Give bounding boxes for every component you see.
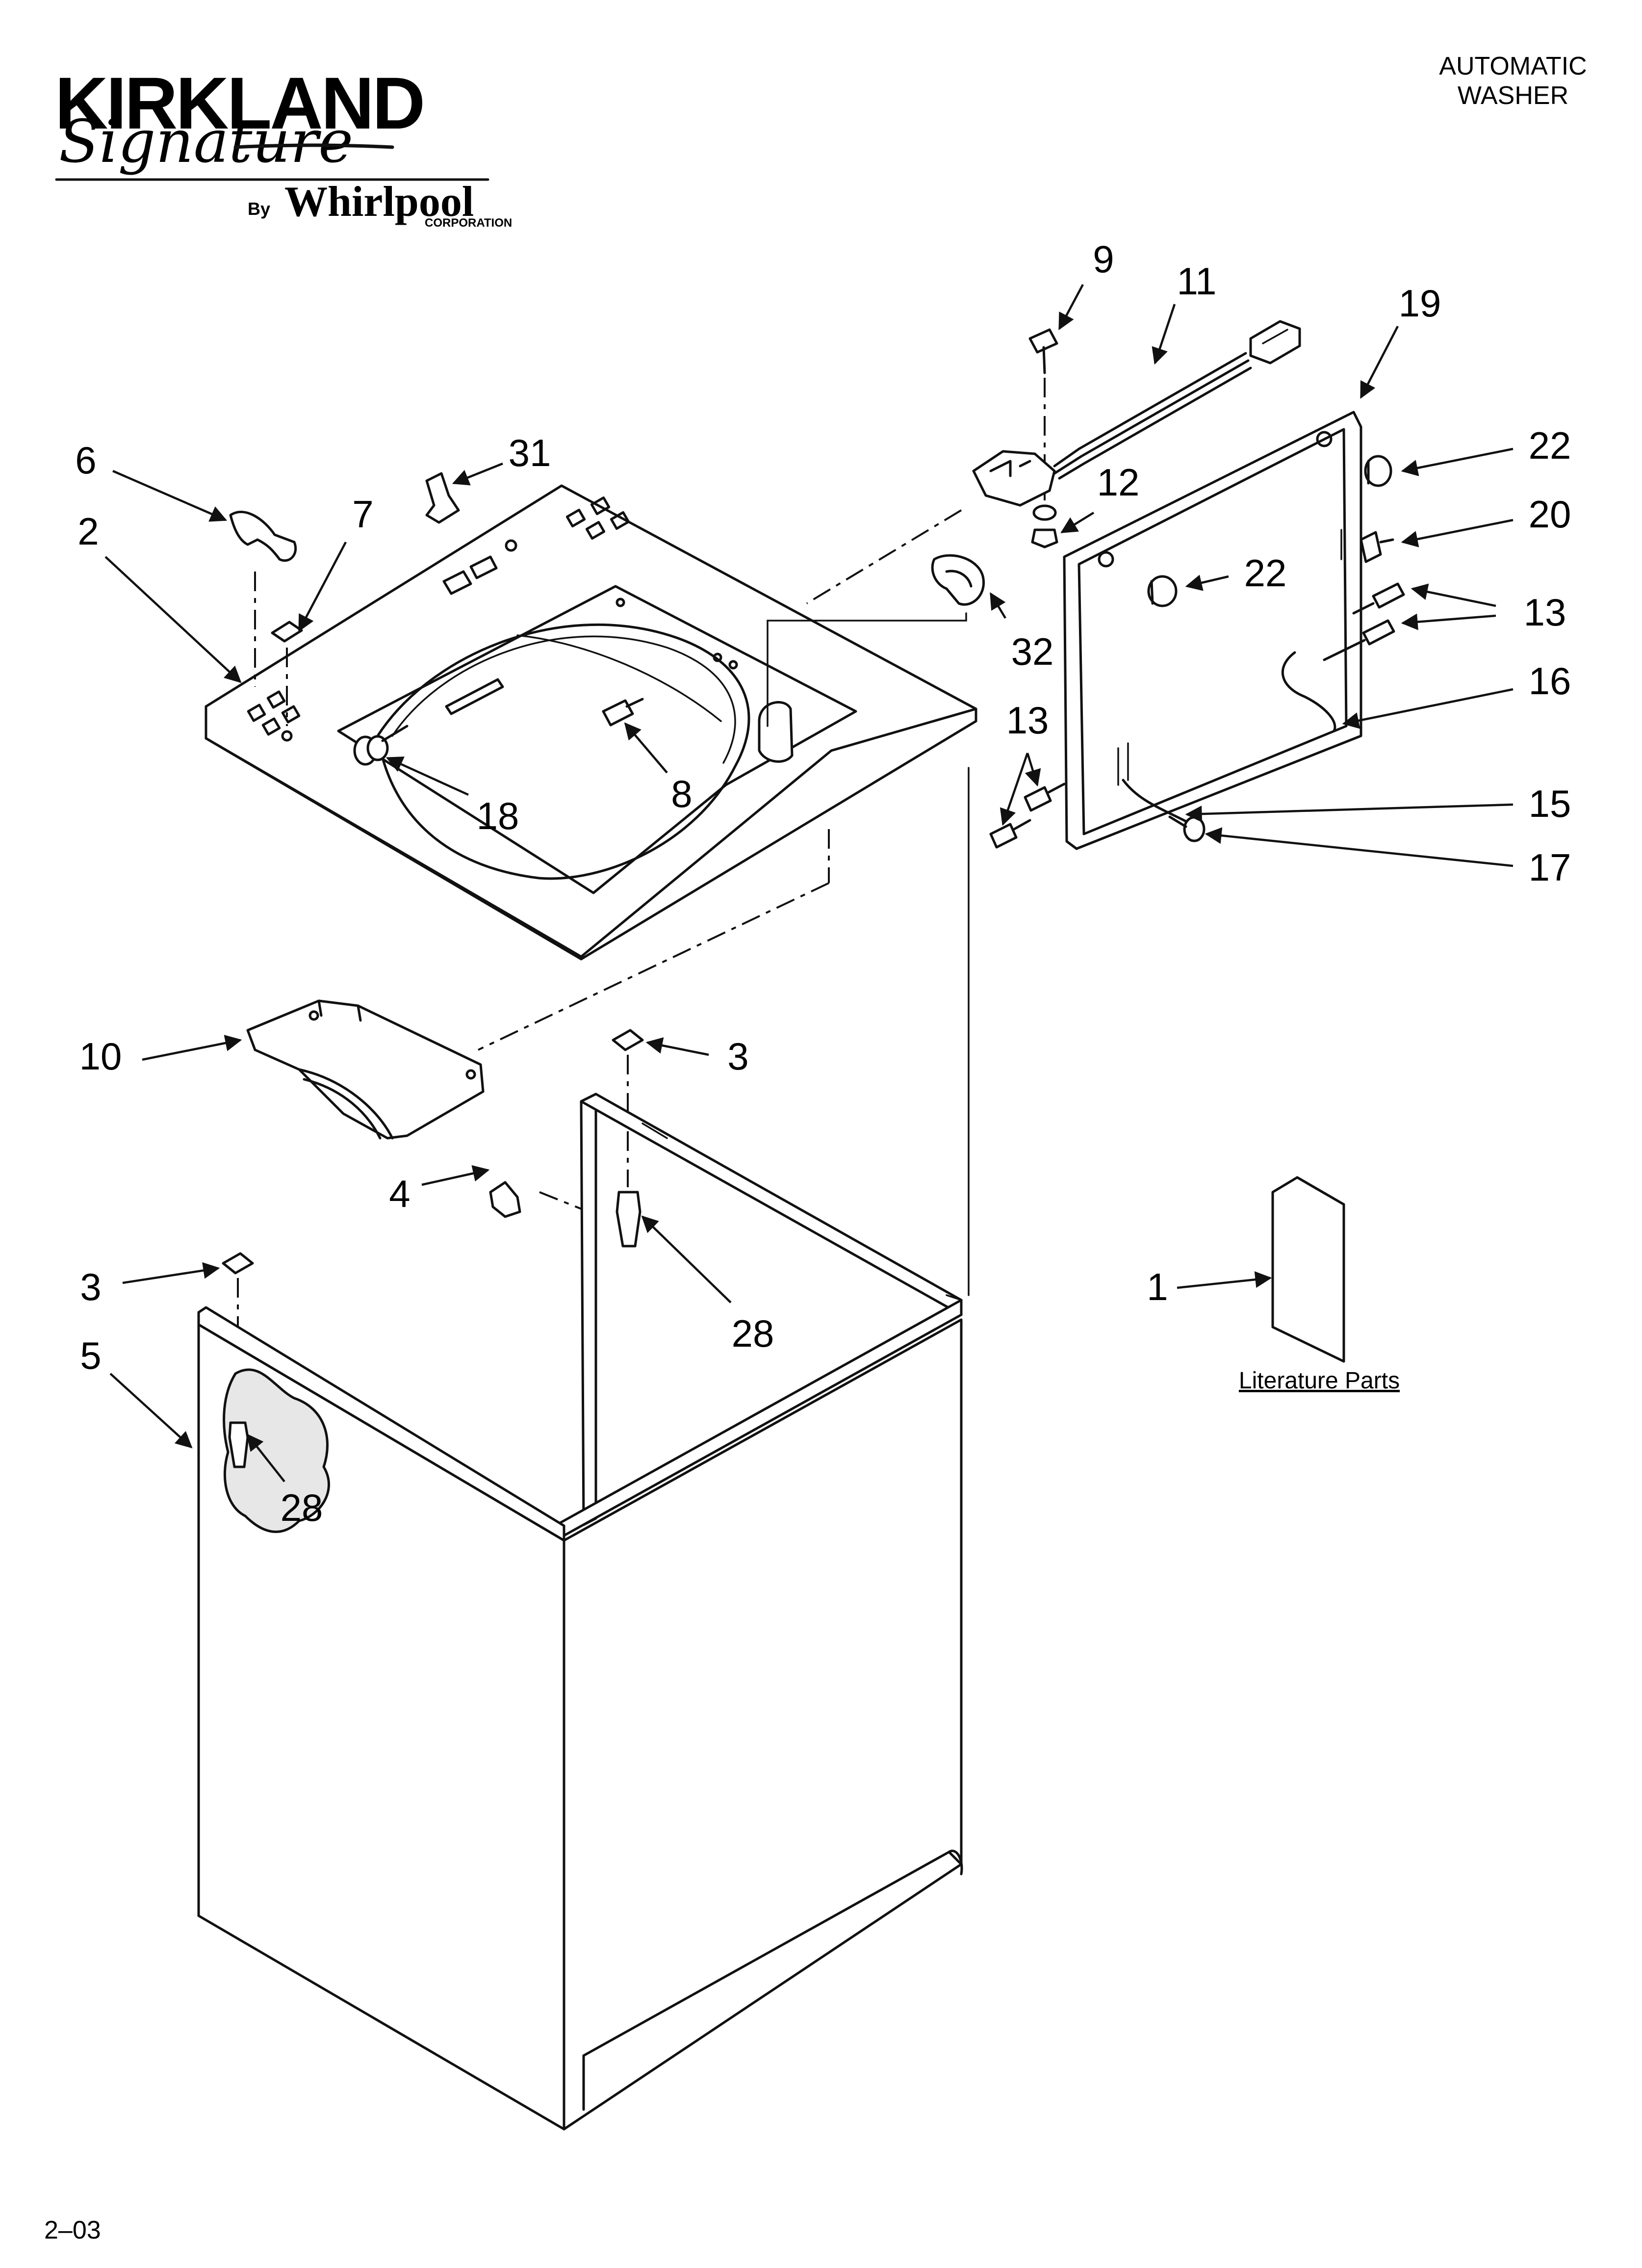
callout-31: 31 — [509, 431, 551, 474]
callout-5: 5 — [80, 1334, 101, 1377]
callout-16: 16 — [1529, 659, 1571, 703]
callout-2: 2 — [77, 510, 99, 553]
cabinet — [197, 1093, 963, 2131]
callout-8: 8 — [671, 772, 692, 815]
part-4-screw — [489, 1181, 521, 1218]
part-17-plug — [1168, 815, 1206, 842]
brand-script: Signature — [59, 108, 353, 176]
leader-lines — [104, 284, 1514, 1483]
part-31-clip — [425, 472, 460, 524]
part-28-screw-b — [228, 1421, 249, 1468]
callout-15: 15 — [1529, 782, 1571, 825]
title-line-1: AUTOMATIC — [1439, 52, 1587, 80]
part-3-clip-b — [222, 1252, 254, 1275]
callout-9: 9 — [1093, 237, 1114, 281]
part-18-nozzle — [353, 725, 409, 766]
callout-28b: 28 — [281, 1486, 323, 1529]
callout-19: 19 — [1399, 282, 1441, 325]
callout-32: 32 — [1011, 630, 1054, 673]
callout-3a: 3 — [727, 1035, 748, 1078]
cabinet-cutaway — [223, 1368, 330, 1533]
callout-6: 6 — [75, 439, 96, 482]
part-12-nut — [1031, 504, 1058, 548]
top-panel — [205, 484, 977, 961]
brand-maker: Whirlpool — [284, 178, 474, 226]
literature-booklet — [1271, 1176, 1345, 1363]
literature-parts-label: Literature Parts — [1239, 1368, 1400, 1394]
part-11-harness — [972, 320, 1301, 507]
part-6-bracket — [229, 511, 297, 562]
brand-by: By — [248, 199, 270, 219]
brand-maker-suffix: CORPORATION — [425, 216, 512, 230]
callout-10: 10 — [79, 1035, 122, 1078]
callout-22b: 22 — [1244, 551, 1287, 595]
brand-logo: KIRKLAND Signature By Whirlpool CORPORAT… — [55, 62, 512, 230]
callout-13a: 13 — [1524, 591, 1566, 634]
callout-labels: 9 11 19 22 20 6 31 12 22 2 7 13 32 16 13… — [75, 237, 1571, 1529]
part-8-screw — [602, 698, 644, 727]
brand-name: KIRKLAND — [55, 62, 423, 144]
part-16-cord — [1281, 651, 1336, 732]
callout-28a: 28 — [732, 1312, 774, 1355]
callout-17: 17 — [1529, 846, 1571, 889]
part-22-button-a — [1364, 455, 1392, 487]
callout-12: 12 — [1097, 461, 1140, 504]
callout-4: 4 — [389, 1172, 410, 1215]
callout-22a: 22 — [1529, 424, 1571, 467]
part-22-button-b — [1147, 575, 1178, 607]
callout-3b: 3 — [80, 1265, 101, 1308]
part-28-screw-a — [616, 1191, 641, 1248]
page-code: 2–03 — [44, 2216, 101, 2244]
callout-11: 11 — [1177, 260, 1217, 303]
part-20-switch — [1360, 531, 1394, 563]
callout-13b: 13 — [1006, 699, 1049, 742]
callout-1: 1 — [1147, 1265, 1168, 1308]
part-32-knob — [931, 554, 985, 606]
part-10-shield — [246, 999, 485, 1140]
part-9-screw — [1028, 328, 1058, 500]
part-13-screws-left — [989, 782, 1066, 849]
part-15-wire — [1122, 779, 1188, 823]
callout-20: 20 — [1529, 493, 1571, 536]
console-frame — [1063, 411, 1362, 850]
callout-18: 18 — [477, 794, 519, 837]
title-line-2: WASHER — [1458, 81, 1568, 110]
part-13-fittings-right — [1323, 582, 1405, 661]
part-7-clip — [271, 621, 303, 643]
part-3-clip-a — [612, 1029, 644, 1051]
callout-7: 7 — [352, 493, 373, 536]
